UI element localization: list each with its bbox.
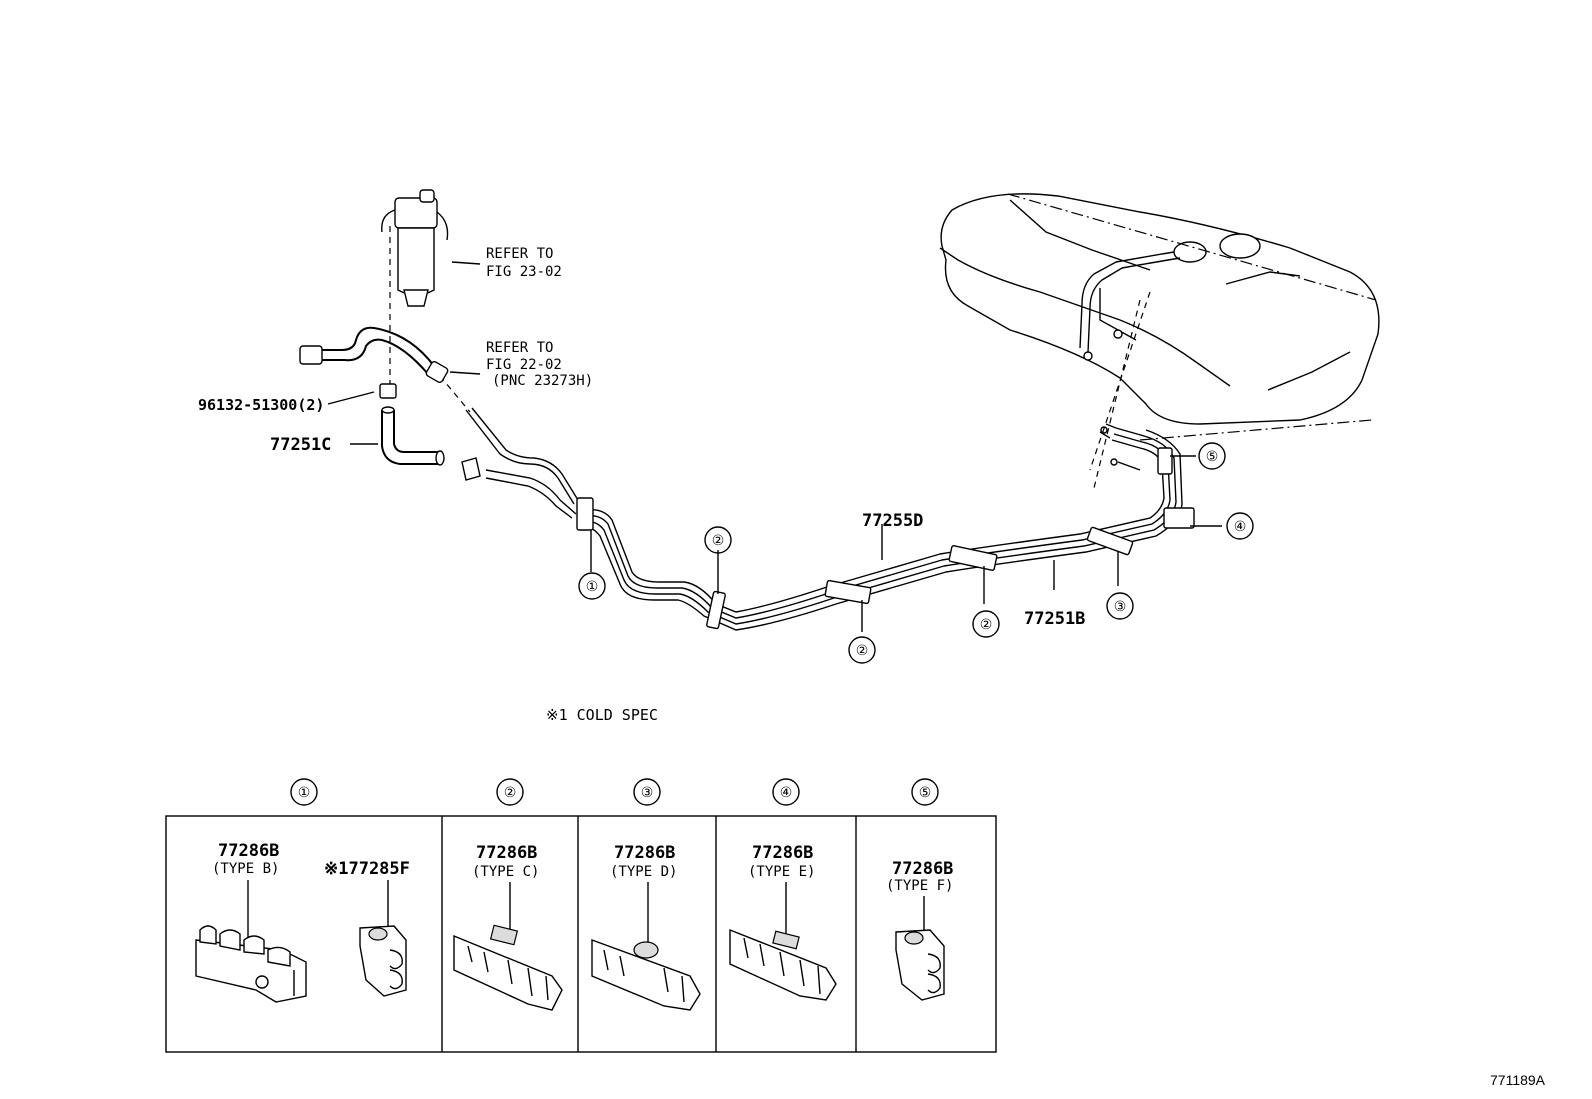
refer-22-line3: (PNC 23273H) — [492, 373, 593, 389]
label-bolt: 96132-51300(2) — [198, 396, 324, 414]
tube-clamps — [576, 447, 1195, 630]
fuel-filter-drawing — [381, 189, 449, 307]
panel-header-circles — [290, 778, 939, 806]
hose-77251c-drawing — [381, 406, 445, 466]
panel-2-part: 77286B — [476, 843, 537, 863]
panel-4-part: 77286B — [752, 843, 813, 863]
hose-clamp-drawing — [461, 457, 481, 481]
callout-3: ③ — [1114, 599, 1127, 615]
panel-3-type: (TYPE D) — [610, 864, 677, 880]
refer-23-line1: REFER TO — [486, 246, 553, 262]
clamp-type-d-drawing — [591, 938, 701, 1011]
callout-2c: ② — [980, 617, 993, 633]
alignment-line-hose — [439, 375, 471, 413]
panel-labels: 77286B (TYPE B) ※177285F 77286B (TYPE C)… — [212, 841, 953, 894]
clamp-type-f-drawing — [895, 929, 945, 1001]
panel-header-1: ① — [298, 785, 311, 801]
callout-2b: ② — [856, 643, 869, 659]
panel-5-type: (TYPE F) — [886, 878, 953, 894]
label-tube-77251b: 77251B — [1024, 609, 1085, 629]
label-tube-77255d: 77255D — [862, 511, 923, 531]
panel-header-numbers: ① ② ③ ④ ⑤ — [298, 785, 932, 801]
panel-header-3: ③ — [641, 785, 654, 801]
reference-labels: REFER TO FIG 23-02 REFER TO FIG 22-02 (P… — [486, 246, 593, 389]
panel-leader-lines — [247, 880, 925, 948]
clamp-detail-panels — [165, 815, 997, 1053]
label-hose-77251c: 77251C — [270, 435, 331, 455]
panel-4-type: (TYPE E) — [748, 864, 815, 880]
fuel-tank-drawing — [939, 193, 1380, 425]
figure-id: 771189A — [1490, 1072, 1546, 1088]
panel-header-2: ② — [504, 785, 517, 801]
panel-5-part: 77286B — [892, 859, 953, 879]
refer-22-line1: REFER TO — [486, 340, 553, 356]
callout-4: ④ — [1234, 519, 1247, 535]
fuel-tube-bundle — [465, 407, 1183, 631]
callout-5: ⑤ — [1206, 449, 1219, 465]
callout-1: ① — [586, 579, 599, 595]
leader-lines — [327, 261, 1222, 632]
bolt-clip-drawing — [379, 383, 397, 399]
callout-2a: ② — [712, 533, 725, 549]
clamp-77285f-drawing — [359, 925, 407, 997]
callout-numbers: ① ② ② ② ② ③ ④ ⑤ — [586, 449, 1247, 659]
refer-22-line2: FIG 22-02 — [486, 357, 562, 373]
clamp-type-c-drawing — [453, 924, 563, 1011]
tank-extension-line-bottom — [1139, 419, 1373, 441]
panel-1-part: 77286B — [218, 841, 279, 861]
panel-2-type: (TYPE C) — [472, 864, 539, 880]
panel-1-type: (TYPE B) — [212, 861, 279, 877]
panel-header-5: ⑤ — [919, 785, 932, 801]
callout-circles — [578, 442, 1254, 664]
tank-leader-line — [1089, 291, 1151, 489]
refer-23-line2: FIG 23-02 — [486, 264, 562, 280]
hose-assembly-drawing — [299, 326, 449, 384]
tank-extension-line-top — [1007, 193, 1377, 301]
clamp-type-e-drawing — [729, 928, 837, 1001]
panel-3-part: 77286B — [614, 843, 675, 863]
clamp-type-b-drawing — [195, 925, 307, 1003]
panel-1-extra-part: ※177285F — [324, 859, 410, 879]
label-cold-spec: ※1 COLD SPEC — [546, 706, 658, 724]
panel-header-4: ④ — [780, 785, 793, 801]
